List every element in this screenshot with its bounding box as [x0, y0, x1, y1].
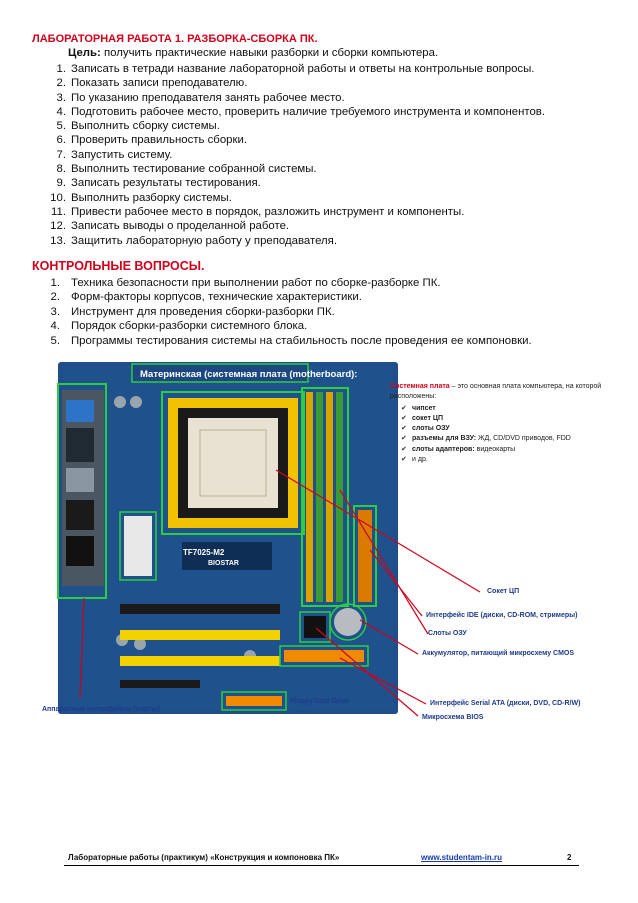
goal-line: Цель: получить практические навыки разбо…	[68, 47, 438, 59]
list-item: 2.Показать записи преподавателю.	[56, 77, 248, 90]
list-item: 1.Техника безопасности при выполнении ра…	[50, 277, 441, 289]
list-item: слоты адаптеров: видеокарты	[401, 445, 605, 456]
list-item: 9.Записать результаты тестирования.	[56, 177, 261, 190]
footer-divider	[64, 865, 579, 866]
board-description: Системная плата – это основная плата ком…	[390, 382, 605, 466]
list-item: 4.Порядок сборки-разборки системного бло…	[50, 320, 308, 333]
list-item: разъемы для ВЗУ: ЖД, CD/DVD приводов, FD…	[401, 434, 605, 445]
list-item: 13.Защитить лабораторную работу у препод…	[50, 234, 338, 247]
footer-text: Лабораторные работы (практикум) «Констру…	[68, 853, 340, 862]
list-item: 5.Программы тестирования системы на стаб…	[50, 334, 532, 347]
callout-ports: Аппаратные интерфейсы (порты)	[42, 706, 160, 713]
questions-heading: КОНТРОЛЬНЫЕ ВОПРОСЫ.	[32, 259, 205, 273]
callout-sata: Интерфейс Serial ATA (диски, DVD, CD-R/W…	[430, 700, 581, 707]
page-number: 2	[567, 853, 572, 862]
list-item: сокет ЦП	[401, 414, 605, 425]
list-item: слоты ОЗУ	[401, 424, 605, 435]
list-item: 8.Выполнить тестирование собранной систе…	[56, 163, 317, 176]
component-list: чипсет сокет ЦП слоты ОЗУ разъемы для ВЗ…	[401, 404, 605, 466]
chip-label: TF7025-M2	[183, 548, 225, 557]
list-item: 6.Проверить правильность сборки.	[56, 134, 248, 147]
list-item: 7.Запустить систему.	[56, 148, 173, 161]
list-item: 3.Инструмент для проведения сборки-разбо…	[50, 305, 335, 318]
callout-cmos: Аккумулятор, питающий микросхему CMOS	[422, 650, 575, 657]
footer-link[interactable]: www.studentam-in.ru	[421, 853, 503, 862]
list-item: 12.Записать выводы о проделанной работе.	[50, 220, 290, 233]
callout-bios: Микросхема BIOS	[422, 714, 484, 721]
brand-label: BIOSTAR	[208, 560, 239, 567]
list-item: 3.По указанию преподавателя занять рабоч…	[56, 91, 345, 104]
list-item: чипсет	[401, 404, 605, 415]
steps-list: 1.Записать в тетради название лабораторн…	[38, 62, 545, 248]
goal-label: Цель:	[68, 47, 101, 59]
motherboard-illustration	[57, 362, 481, 717]
callout-ide: Интерфейс IDE (диски, CD-ROM, стримеры)	[426, 612, 578, 619]
board-caption: Материнская (системная плата (motherboar…	[140, 369, 358, 380]
page-title: ЛАБОРАТОРНАЯ РАБОТА 1. РАЗБОРКА-СБОРКА П…	[32, 33, 318, 45]
list-item: 2.Форм-факторы корпусов, технические хар…	[50, 291, 362, 304]
callout-fdd: Floppy Disk Drive	[290, 698, 350, 705]
goal-text: получить практические навыки разборки и …	[100, 47, 439, 59]
list-item: 11.Привести рабочее место в порядок, раз…	[51, 205, 465, 218]
list-item: 5.Выполнить сборку системы.	[56, 120, 220, 133]
list-item: 1.Записать в тетради название лабораторн…	[56, 63, 535, 75]
questions-list: 1.Техника безопасности при выполнении ра…	[38, 276, 532, 348]
callout-socket: Сокет ЦП	[487, 588, 520, 595]
callout-ram: Слоты ОЗУ	[428, 630, 467, 637]
list-item: 10.Выполнить разборку системы.	[50, 191, 232, 204]
motherboard-figure: Материнская (системная плата (motherboar…	[40, 360, 606, 732]
list-item: 4.Подготовить рабочее место, проверить н…	[56, 105, 546, 118]
list-item: и др.	[401, 455, 605, 466]
